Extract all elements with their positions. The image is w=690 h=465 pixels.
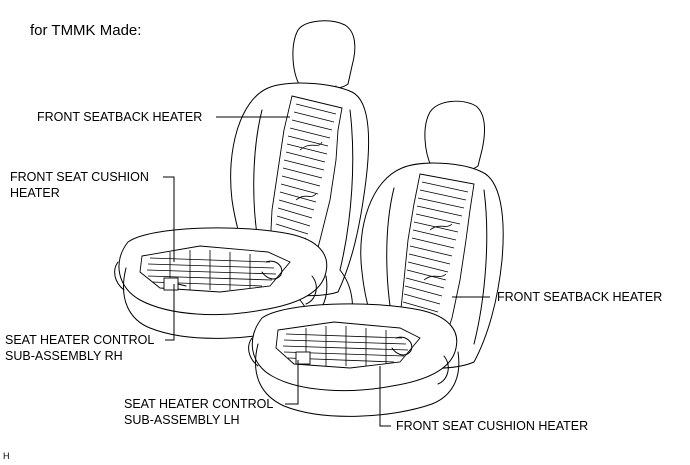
label-seat-heater-control-lh-line1: SEAT HEATER CONTROL: [124, 397, 274, 411]
figure-code: H: [3, 451, 10, 461]
label-seat-heater-control-lh-line2: SUB-ASSEMBLY LH: [124, 413, 240, 427]
lh-control-module: [295, 351, 311, 365]
page-title: for TMMK Made:: [30, 22, 142, 39]
lh-cushion-heater-mat: [275, 321, 421, 369]
rh-headrest: [292, 20, 356, 91]
label-front-seatback-heater-rh: FRONT SEATBACK HEATER: [37, 110, 203, 124]
lh-seatback-heater-coil: [400, 181, 469, 345]
lh-cushion-heater-coil: [282, 326, 409, 366]
label-seat-heater-control-rh-line1: SEAT HEATER CONTROL: [5, 333, 155, 347]
label-front-seat-cushion-heater-rh-line1: FRONT SEAT CUSHION: [10, 170, 149, 184]
label-front-seat-cushion-heater-rh-line2: HEATER: [10, 186, 60, 200]
lh-seat: [248, 100, 504, 417]
rh-cushion-heater-mat: [139, 245, 291, 293]
rh-seat: [114, 20, 370, 353]
lh-headrest: [424, 100, 485, 173]
rh-cushion-heater-coil: [146, 250, 277, 290]
label-front-seatback-heater-lh: FRONT SEATBACK HEATER: [497, 290, 663, 304]
label-front-seat-cushion-heater-lh: FRONT SEAT CUSHION HEATER: [396, 419, 589, 433]
rh-control-module: [163, 277, 179, 291]
label-seat-heater-control-rh-line2: SUB-ASSEMBLY RH: [5, 349, 123, 363]
leader-lines: [163, 116, 490, 427]
